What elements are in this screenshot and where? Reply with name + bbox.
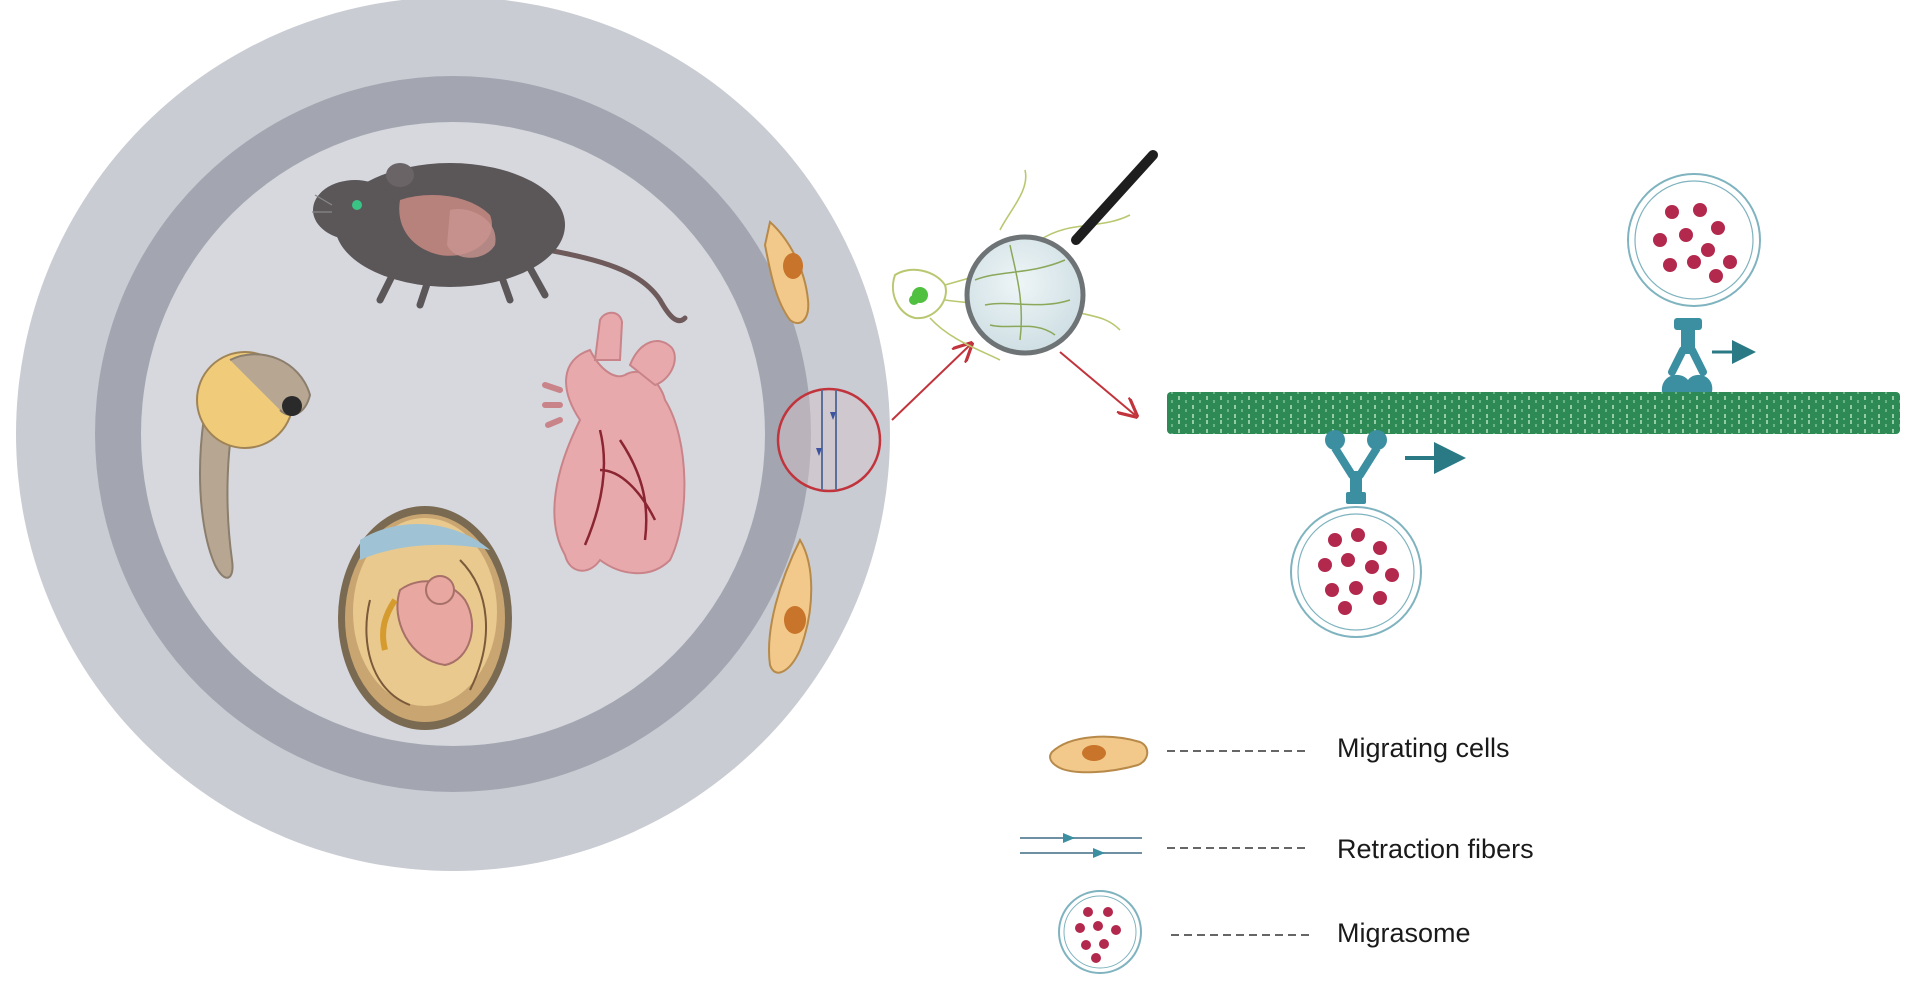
migrating-cell-lower [768,537,813,674]
legend-label-migrating-cells: Migrating cells [1337,733,1510,763]
magnifier-lens [964,234,1086,356]
retraction-fiber [1167,392,1900,434]
legend [1020,735,1314,974]
receptor-upper [1661,318,1713,392]
migrasome-icon [1058,890,1142,974]
receptor-lower [1325,430,1387,504]
migrating-cell-icon [1049,735,1149,774]
magnifier-handle [1071,150,1158,245]
organism-scene [16,0,890,871]
mouse-icon [312,163,688,324]
magnifier-group [891,150,1158,421]
heart-icon [542,311,686,575]
migrasome-lower [1290,506,1422,638]
legend-label-retraction-fibers: Retraction fibers [1337,834,1534,864]
retraction-fiber-highlight [776,387,882,493]
human-embryo-icon [338,506,512,730]
zebrafish-embryo-icon [196,351,312,579]
fiber-scene [1167,173,1900,638]
migrasome-upper [1627,173,1761,307]
retraction-fibers-icon [1020,833,1142,858]
legend-label-migrasome: Migrasome [1337,918,1471,948]
migrating-cell-upper [763,220,810,325]
inner-disc [141,122,765,746]
